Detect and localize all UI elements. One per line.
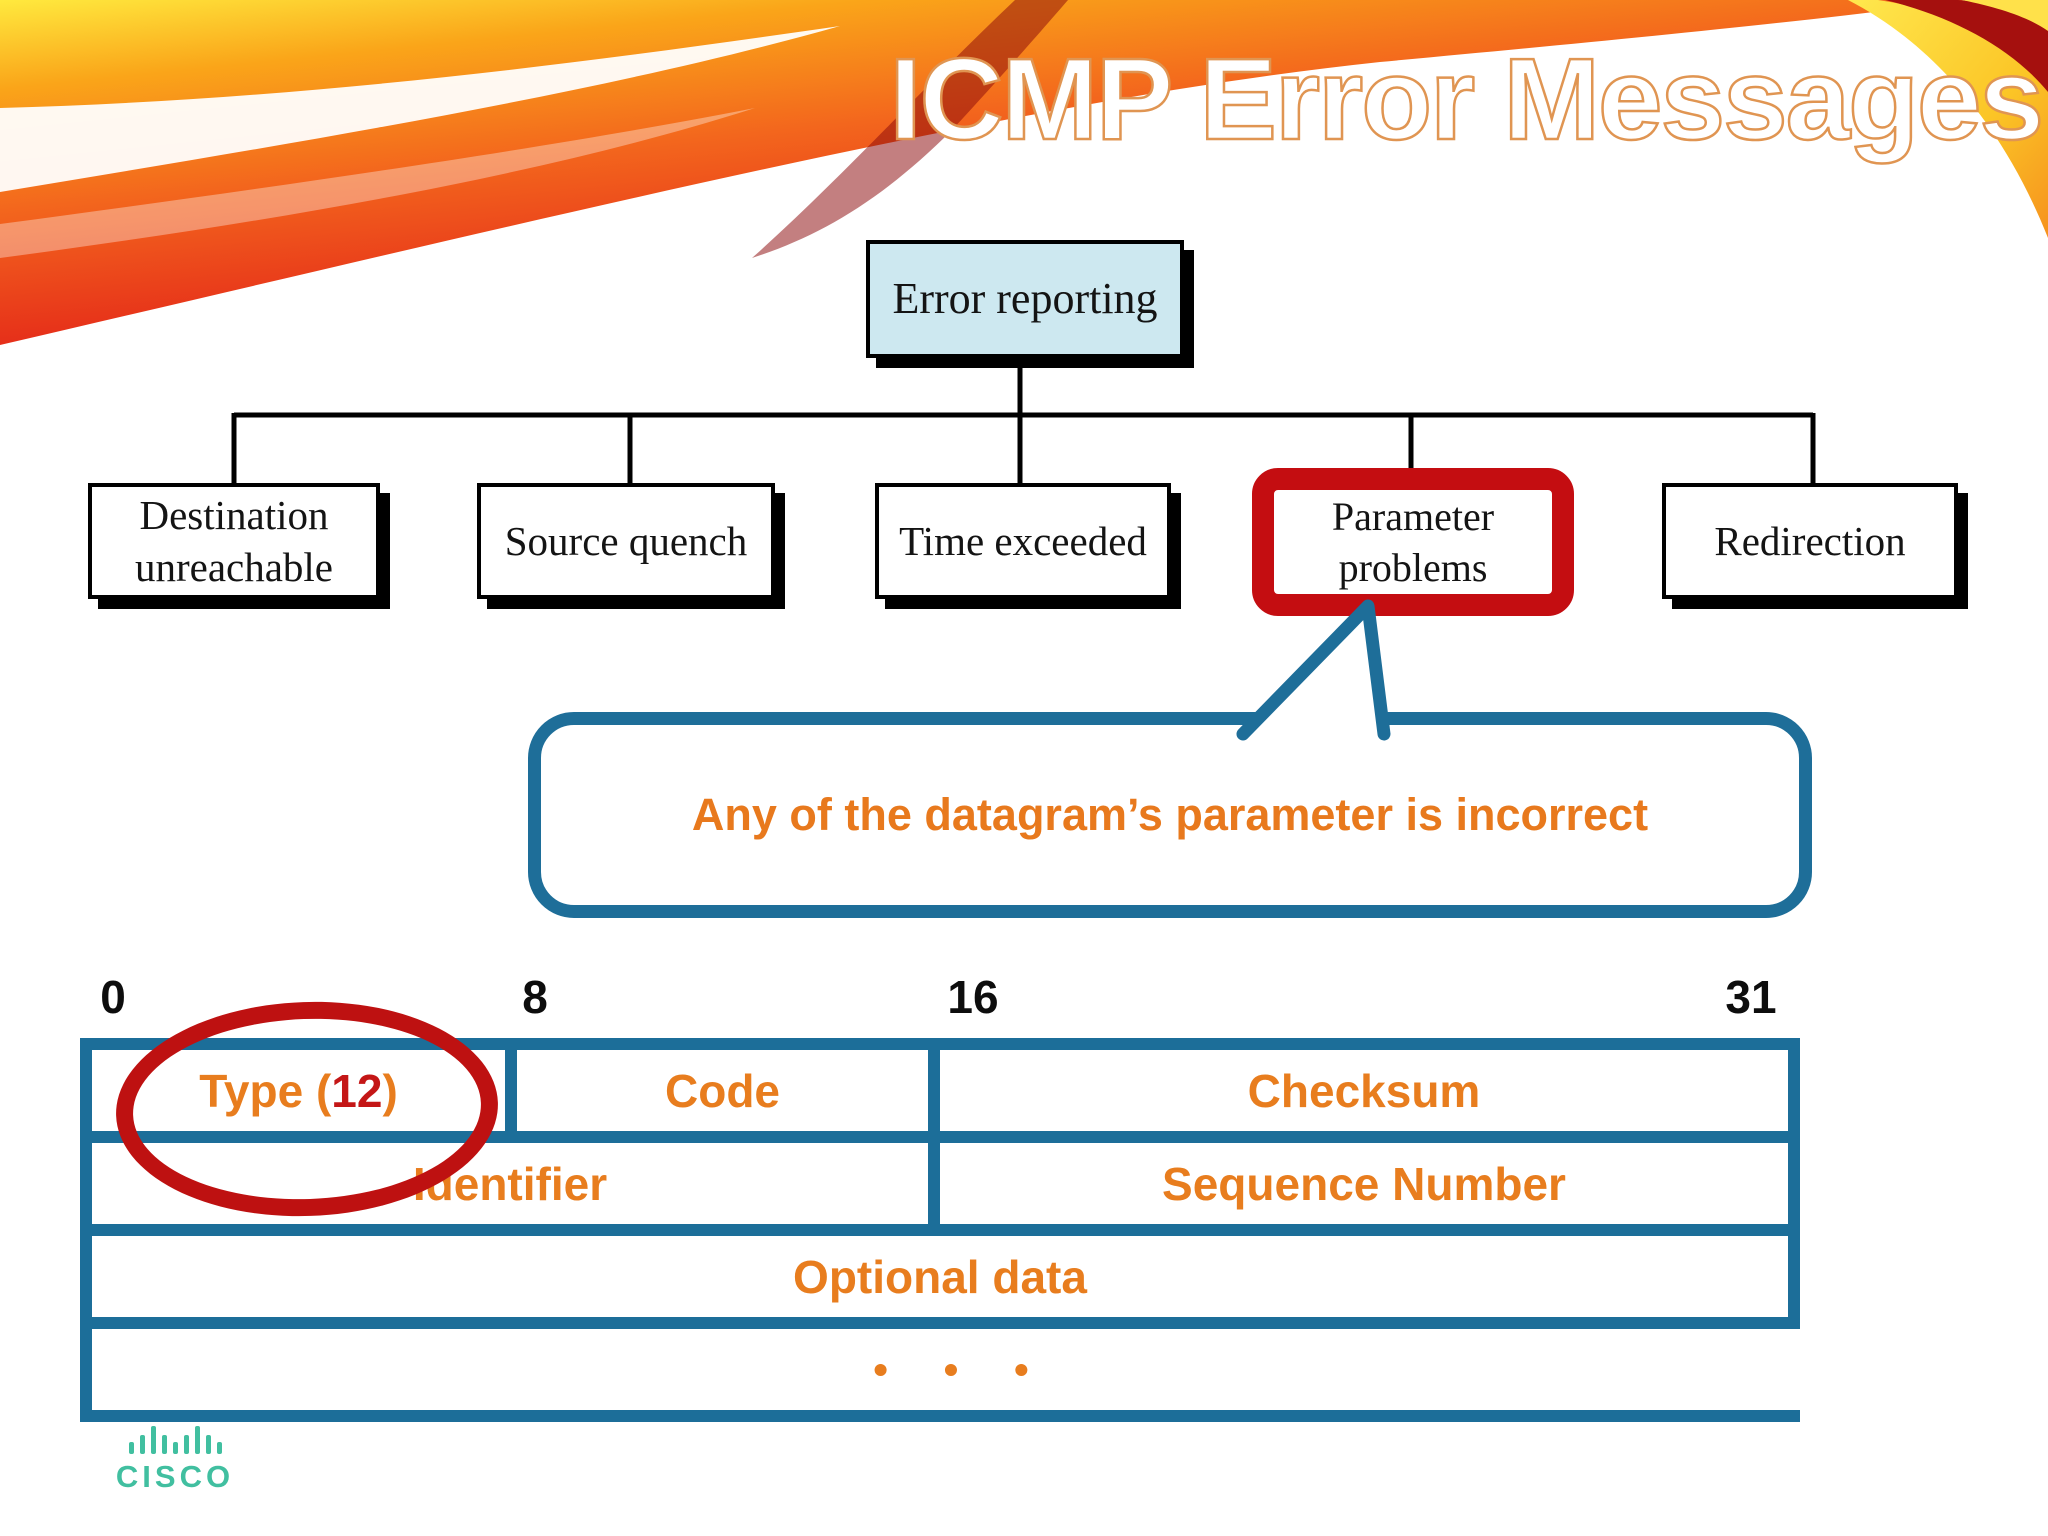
tree-box-label: Source quench: [504, 517, 748, 564]
continuation-dots: • • •: [873, 1345, 1051, 1393]
type-suffix: ): [382, 1064, 398, 1117]
bit-label-0: 0: [100, 971, 126, 1023]
packet-cell-identifier: Identifier: [92, 1143, 928, 1224]
cisco-logo-bars-icon: [110, 1424, 240, 1454]
tree-box-time-exceeded: Time exceeded: [875, 483, 1171, 599]
code-label: Code: [665, 1064, 780, 1117]
checksum-label: Checksum: [1247, 1064, 1481, 1117]
type-prefix: Type (: [199, 1064, 332, 1117]
packet-cell-code: Code: [517, 1050, 928, 1131]
tree-box-label: Time exceeded: [899, 517, 1147, 564]
tree-box-parameter-problems-highlighted: Parameter problems: [1252, 468, 1574, 616]
bit-label-16: 16: [947, 971, 999, 1023]
identifier-label: Identifier: [412, 1157, 608, 1210]
tree-box-label: Redirection: [1714, 517, 1906, 564]
callout-bubble: Any of the datagram’s parameter is incor…: [528, 712, 1812, 918]
type-value: 12: [331, 1064, 383, 1117]
bit-label-31: 31: [1725, 971, 1777, 1023]
packet-cell-continuation: • • •: [92, 1329, 1810, 1410]
icmp-packet-format-table: Type (12) Code Checksum Identifier Seque…: [80, 1038, 1810, 1422]
callout-text: Any of the datagram’s parameter is incor…: [691, 789, 1649, 841]
cisco-logo-text: CISCO: [115, 1459, 235, 1494]
optional-data-label: Optional data: [793, 1250, 1087, 1303]
packet-cell-sequence-number: Sequence Number: [940, 1143, 1788, 1224]
tree-box-source-quench: Source quench: [477, 483, 775, 599]
packet-cell-checksum: Checksum: [940, 1050, 1788, 1131]
tree-box-redirection: Redirection: [1662, 483, 1958, 599]
tree-box-label: Destination unreachable: [134, 491, 334, 590]
tree-box-destination-unreachable: Destination unreachable: [88, 483, 380, 599]
packet-cell-optional-data: Optional data: [92, 1236, 1788, 1317]
tree-box-label: Parameter problems: [1331, 493, 1495, 590]
tree-root-label: Error reporting: [892, 273, 1158, 323]
sequence-number-label: Sequence Number: [1162, 1157, 1566, 1210]
bit-label-8: 8: [522, 971, 548, 1023]
tree-root-box-error-reporting: Error reporting: [866, 240, 1184, 358]
packet-cell-type: Type (12): [92, 1050, 505, 1131]
cisco-logo: CISCO: [110, 1424, 240, 1495]
page-title: ICMP Error Messages: [888, 34, 2045, 164]
